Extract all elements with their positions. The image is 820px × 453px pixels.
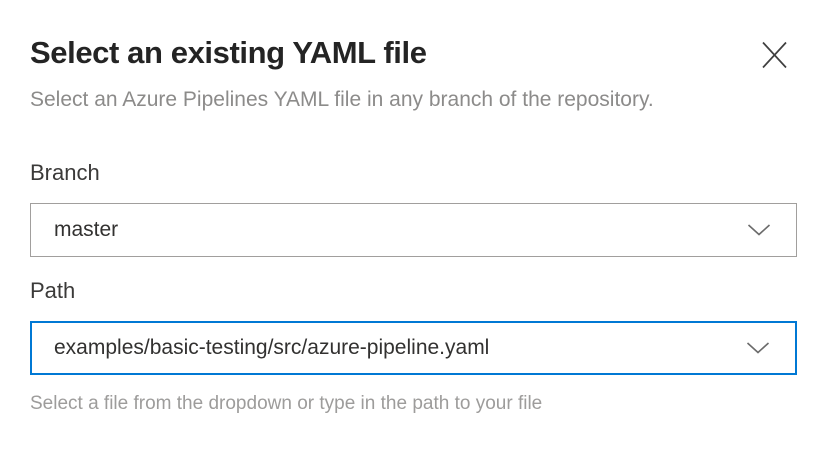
page-title: Select an existing YAML file — [30, 35, 427, 70]
branch-field-label: Branch — [30, 160, 100, 185]
panel-description: Select an Azure Pipelines YAML file in a… — [30, 88, 654, 111]
path-combobox-value: examples/basic-testing/src/azure-pipelin… — [54, 336, 490, 359]
branch-dropdown[interactable]: master — [30, 203, 797, 257]
panel-header: Select an existing YAML file — [30, 34, 790, 74]
close-button[interactable] — [757, 36, 792, 74]
chevron-down-icon — [747, 224, 771, 237]
path-helper-text: Select a file from the dropdown or type … — [30, 393, 543, 414]
branch-dropdown-value: master — [54, 218, 119, 241]
path-field-label: Path — [30, 278, 76, 303]
path-combobox[interactable]: examples/basic-testing/src/azure-pipelin… — [30, 321, 797, 375]
chevron-down-icon — [746, 342, 770, 355]
close-icon — [761, 41, 788, 73]
